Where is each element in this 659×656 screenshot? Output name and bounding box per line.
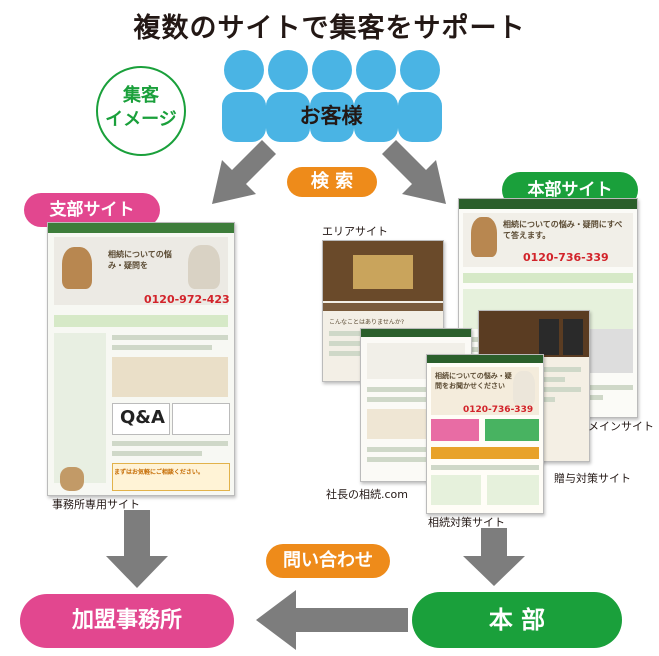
customers-label: お客様 bbox=[299, 104, 363, 128]
area-site-label: エリアサイト bbox=[322, 225, 388, 238]
president-site-label: 社長の相続.com bbox=[326, 488, 408, 501]
branch-phone: 0120-972-423 bbox=[144, 293, 230, 306]
main-site-label: メインサイト bbox=[588, 420, 654, 433]
dog-icon-4 bbox=[513, 371, 535, 405]
office-site-label: 事務所専用サイト bbox=[52, 498, 140, 511]
branch-site-badge: 支部サイト bbox=[24, 193, 160, 227]
arrow-to-branch-icon bbox=[212, 140, 276, 204]
dog-icon-3 bbox=[471, 217, 497, 257]
image-badge bbox=[96, 66, 186, 156]
dog-icon-2 bbox=[188, 245, 220, 289]
person-icon-1 bbox=[222, 50, 266, 142]
person-icon-4 bbox=[354, 50, 398, 142]
page-title: 複数のサイトで集客をサポート bbox=[133, 13, 526, 44]
person-icon-5 bbox=[398, 50, 442, 142]
arrow-to-member-office-icon bbox=[256, 590, 408, 650]
main-phone: 0120-736-339 bbox=[523, 251, 609, 264]
inh-heading: 相続についての悩み・疑問をお聞かせください bbox=[435, 372, 512, 390]
inheritance-site-thumbnail: 相続についての悩み・疑問をお聞かせください 0120-736-339 bbox=[426, 354, 544, 514]
inh-phone: 0120-736-339 bbox=[463, 405, 534, 415]
branch-heading: 相続についての悩み・疑問を bbox=[108, 250, 172, 270]
person-icon-2 bbox=[266, 50, 310, 142]
customers-people-icon bbox=[222, 50, 442, 142]
member-office-badge: 加盟事務所 bbox=[20, 594, 234, 648]
main-heading: 相続についての悩み・疑問にすべて答えます。 bbox=[503, 220, 623, 240]
dog-icon bbox=[62, 247, 92, 289]
search-badge: 検 索 bbox=[287, 167, 377, 197]
inheritance-site-label: 相続対策サイト bbox=[428, 516, 505, 529]
arrow-to-hq-site-icon bbox=[382, 140, 446, 204]
image-badge-text: 集客 イメージ bbox=[105, 85, 177, 130]
arrow-office-down-icon bbox=[106, 510, 168, 588]
branch-cta: まずはお気軽にご相談ください。 bbox=[114, 469, 204, 476]
gift-site-label: 贈与対策サイト bbox=[554, 472, 631, 485]
person-icon-3 bbox=[310, 50, 354, 142]
hq-badge: 本 部 bbox=[412, 592, 622, 648]
area-question: こんなことはありませんか? bbox=[329, 319, 405, 326]
arrow-site-down-icon bbox=[463, 528, 525, 586]
inquiry-badge: 問い合わせ bbox=[266, 544, 390, 578]
office-site-thumbnail: 相続についての悩み・疑問を 0120-972-423 Q&A まずはお気軽にご相… bbox=[47, 222, 235, 496]
branch-qa: Q&A bbox=[120, 407, 165, 428]
